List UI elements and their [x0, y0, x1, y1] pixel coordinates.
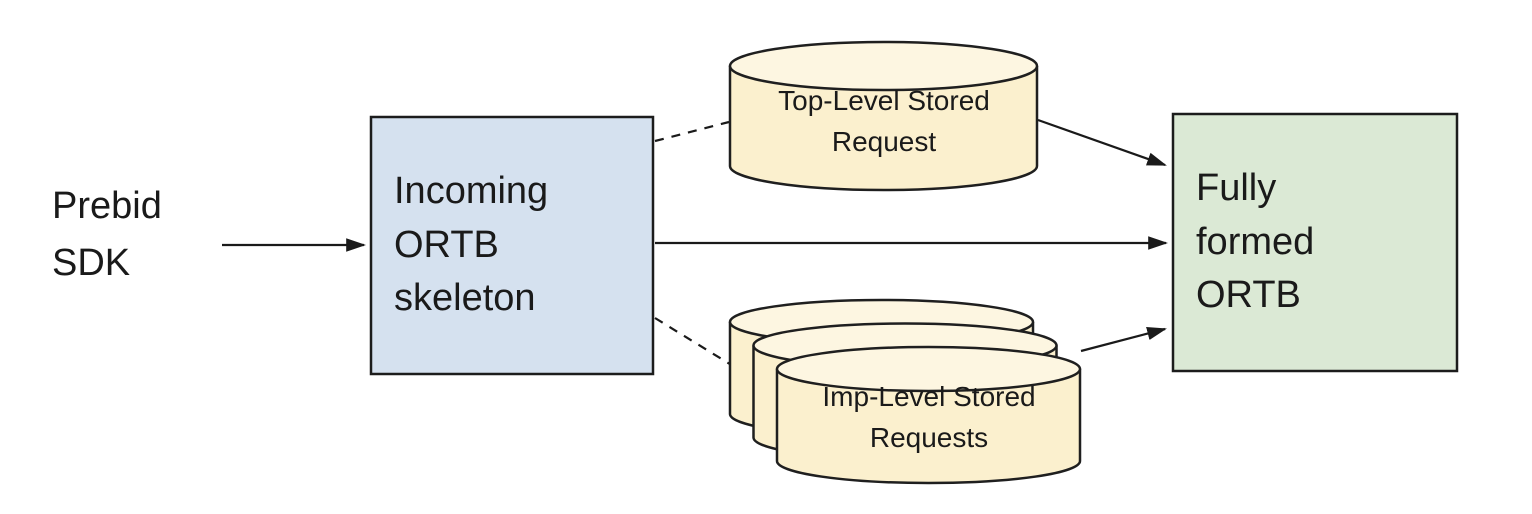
- fully-formed-ortb-label: Fully formed ORTB: [1196, 166, 1315, 317]
- cylinder-top: [728, 40, 1039, 92]
- imp-level-stored-requests-label: Imp-Level Stored Requests: [822, 381, 1036, 454]
- fully-formed-ortb-box: [1171, 112, 1459, 373]
- cylinder-body-front: [775, 369, 1082, 485]
- incoming-ortb-box: [369, 115, 655, 376]
- edge-implevel-to-fullyformed-arrow: [1080, 327, 1167, 353]
- incoming-ortb-label: Incoming ORTB skeleton: [394, 169, 549, 320]
- incoming-ortb-label-wrap: Incoming ORTB skeleton: [371, 117, 653, 374]
- top-level-stored-request-cylinder: [728, 40, 1039, 192]
- cylinder-body: [728, 66, 1039, 192]
- top-level-stored-request-label: Top-Level Stored Request: [778, 85, 990, 158]
- cylinder-top-front: [775, 345, 1082, 393]
- fully-formed-ortb-label-wrap: Fully formed ORTB: [1173, 114, 1457, 371]
- prebid-sdk-label: Prebid SDK: [52, 185, 162, 284]
- imp-level-stored-requests-cylinder-stack: [728, 298, 1082, 485]
- edge-incoming-to-toplevel-dashed: [654, 120, 730, 143]
- edge-toplevel-to-fullyformed-arrow: [1037, 118, 1167, 167]
- edge-incoming-to-implevel-dashed: [654, 317, 734, 367]
